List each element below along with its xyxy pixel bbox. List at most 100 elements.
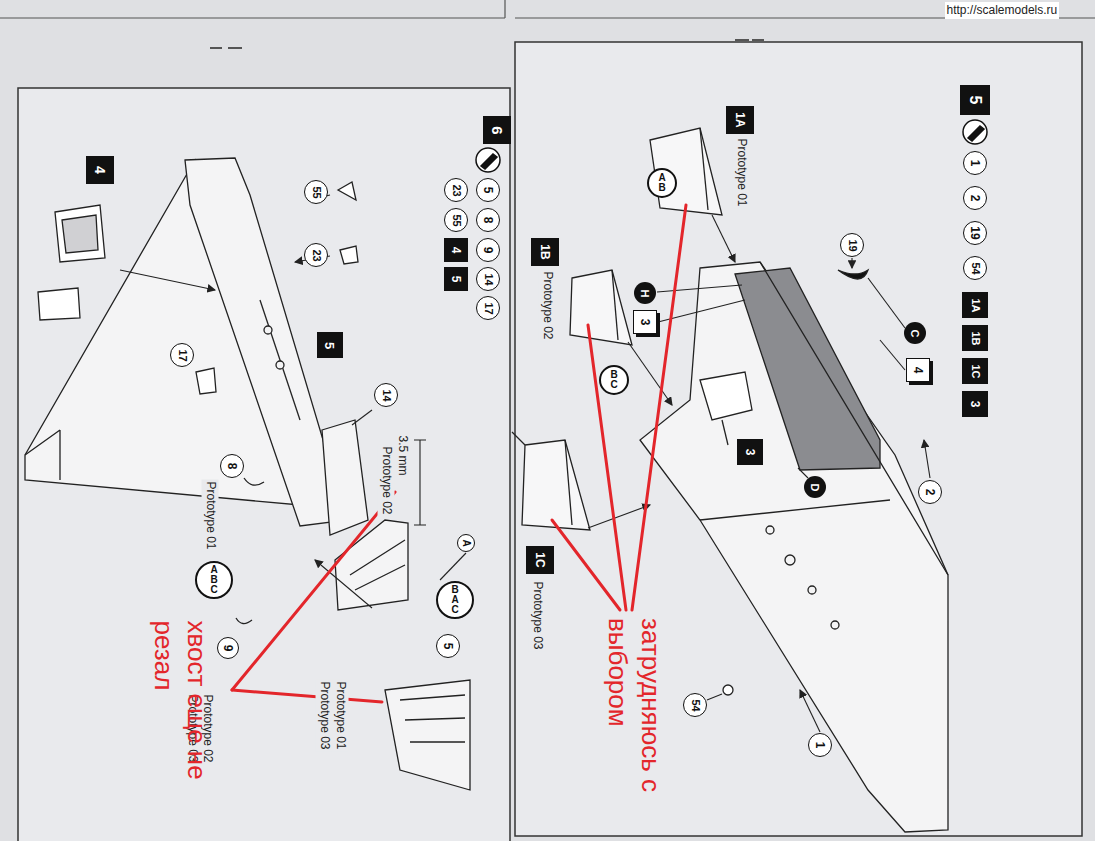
node-text: 1B (539, 244, 551, 259)
node-text: H (639, 289, 650, 297)
letter-bubble: D (804, 476, 826, 498)
node-text: 1 (969, 160, 981, 167)
part-box: 3 (633, 310, 657, 334)
callout-number: 9 (476, 238, 500, 262)
part-label: Prototype 01 (332, 679, 349, 751)
node-text: 19 (969, 226, 981, 239)
step-box: 3 (737, 439, 763, 465)
node-text: 2 (969, 195, 981, 202)
node-text: 4 (450, 247, 462, 254)
callout-number: 5 (476, 178, 500, 202)
letter-bubble: H (634, 282, 656, 304)
step-box: 1C (526, 546, 554, 574)
node-text: 14 (381, 389, 392, 401)
node-text: 55 (311, 186, 322, 198)
node-text: C (210, 585, 217, 595)
callout-number: 54 (683, 693, 707, 717)
node-text: 3 (639, 319, 651, 326)
callout-number: 1 (963, 151, 987, 175)
node-text: 2 (924, 489, 936, 496)
node-text: 1A (970, 298, 981, 312)
callout-number: 8 (220, 454, 244, 478)
step-box: 5 (960, 85, 990, 115)
callout-number: 5 (436, 634, 460, 658)
variant-switch: BAC (436, 581, 474, 619)
callout-number: 54 (963, 256, 987, 280)
callout-number: 23 (444, 178, 468, 202)
node-text: 1C (534, 552, 546, 567)
step-box: 5 (444, 267, 468, 291)
node-text: 17 (483, 302, 494, 314)
node-text: A (451, 595, 458, 605)
step-box: 6 (483, 116, 511, 144)
node-text: 1A (734, 112, 746, 127)
callout-number: 2 (918, 480, 942, 504)
node-text: 3 (744, 449, 756, 456)
node-text: 19 (847, 239, 858, 251)
step-box: 4 (86, 156, 114, 184)
node-text: 5 (482, 187, 494, 194)
node-text: 3 (969, 401, 981, 408)
node-text: A (658, 173, 665, 183)
callout-number: A (457, 534, 475, 552)
callout-number: 17 (476, 296, 500, 320)
node-text: D (809, 483, 820, 491)
node-text: B (610, 370, 617, 380)
part-label: Prototype 03 (316, 679, 333, 751)
node-text: A (210, 565, 217, 575)
node-text: C (909, 329, 920, 337)
callout-number: 1 (808, 733, 832, 757)
callout-number: 55 (304, 180, 328, 204)
step-box: 5 (317, 332, 343, 358)
node-text: 4 (912, 367, 924, 374)
node-text: 6 (490, 126, 505, 134)
callout-number: 23 (304, 243, 328, 267)
node-text: 1C (970, 364, 981, 378)
node-text: 1B (970, 331, 981, 345)
node-text: 8 (226, 463, 238, 470)
letter-bubble: C (904, 322, 926, 344)
annotation-text: затрудняюсь с выбором (601, 616, 668, 835)
node-text: 5 (450, 276, 462, 283)
variant-switch: ABC (195, 561, 233, 599)
callout-number: 14 (476, 267, 500, 291)
callout-number: 8 (476, 208, 500, 232)
callout-number: 9 (217, 637, 239, 659)
step-box: 1C (962, 358, 988, 384)
variant-switch: AB (647, 168, 677, 198)
step-box: 3 (962, 391, 988, 417)
node-text: 5 (323, 341, 336, 348)
node-text: B (210, 575, 217, 585)
variant-switch: BC (599, 365, 629, 395)
node-text: 54 (970, 262, 981, 274)
node-text: B (658, 183, 665, 193)
part-label: Prototype 02 (539, 269, 556, 341)
callout-number: 55 (444, 208, 468, 232)
node-text: 23 (451, 184, 462, 196)
node-text: B (451, 585, 458, 595)
callout-number: 14 (374, 383, 398, 407)
node-text: 17 (177, 349, 188, 361)
callout-number: 19 (963, 221, 987, 245)
node-text: 9 (222, 645, 234, 652)
part-label: Prototype 02 (378, 444, 395, 516)
node-text: 23 (311, 249, 322, 261)
node-text: 5 (967, 96, 983, 105)
node-text: C (451, 605, 458, 615)
step-box: 1B (962, 325, 988, 351)
part-label: 3.5 mm (394, 433, 411, 477)
node-text: 54 (690, 699, 701, 711)
node-text: 9 (482, 247, 494, 254)
node-text: 1 (814, 742, 826, 749)
part-label: Prototype 01 (733, 136, 750, 208)
node-text: 4 (93, 166, 107, 174)
part-box: 4 (906, 358, 930, 382)
node-text: 5 (442, 643, 454, 650)
node-text: A (461, 539, 471, 546)
step-box: 1A (726, 106, 754, 134)
step-box: 1A (962, 292, 988, 318)
node-text: 55 (451, 214, 462, 226)
node-text: C (610, 380, 617, 390)
node-text: 8 (482, 217, 494, 224)
